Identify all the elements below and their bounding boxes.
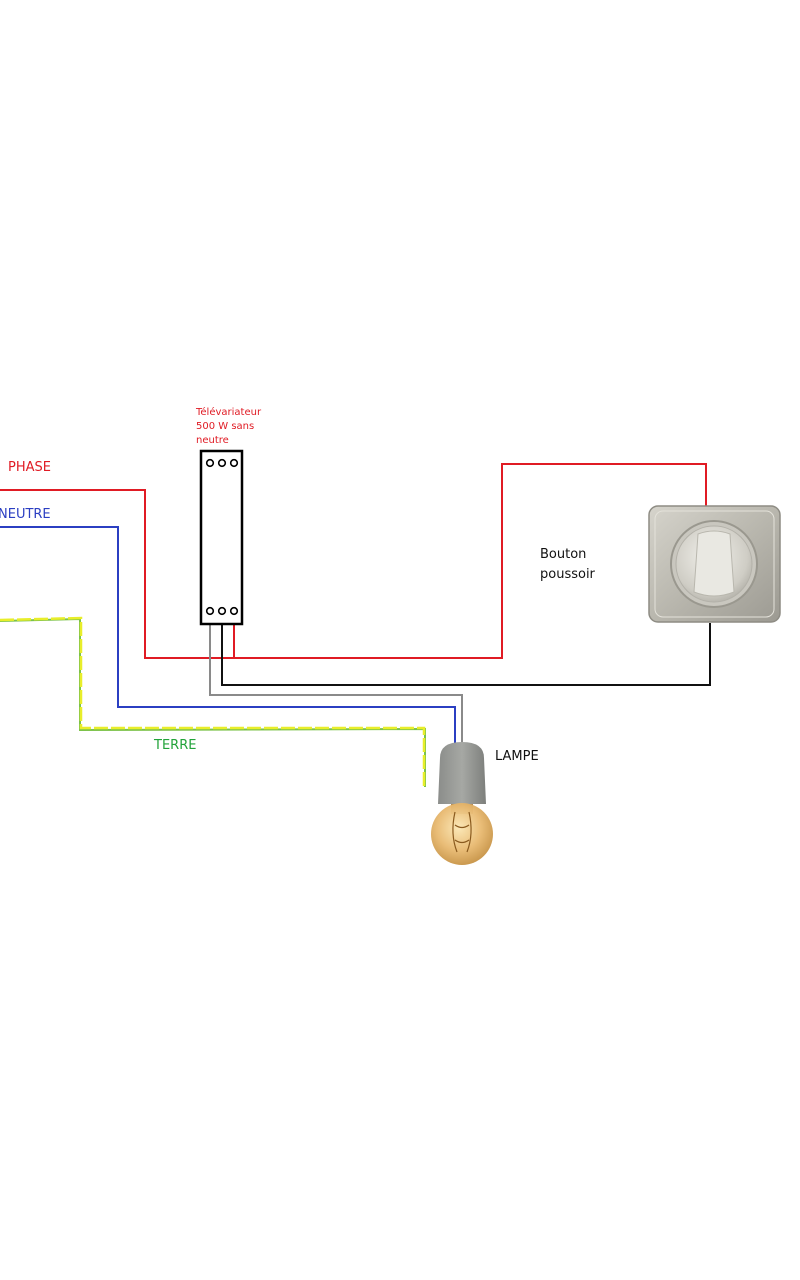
phase-wire <box>0 463 707 659</box>
lamp-label: LAMPE <box>495 749 539 764</box>
button-label-line1: Bouton <box>540 547 586 562</box>
dimmer-module <box>199 449 244 626</box>
dimmer-label-line3: neutre <box>196 435 229 446</box>
button-label-line2: poussoir <box>540 567 596 582</box>
terre-wire-yellow <box>0 616 426 788</box>
dimmer-terminal <box>217 606 227 616</box>
dimmer-label-line1: Télévariateur <box>195 406 262 418</box>
neutre-label: NEUTRE <box>0 507 51 522</box>
lamp-wire <box>209 612 463 746</box>
dimmer-terminal <box>205 606 215 616</box>
dimmer-label-line2: 500 W sans <box>196 421 254 432</box>
terre-label: TERRE <box>153 738 196 753</box>
push-button-switch <box>648 505 781 623</box>
edison-bulb-lamp <box>431 742 493 865</box>
dimmer-terminal <box>229 458 239 468</box>
neutre-wire <box>0 526 456 746</box>
phase-label: PHASE <box>8 460 51 475</box>
terre-wire-green <box>0 617 426 787</box>
dimmer-terminal <box>229 606 239 616</box>
dimmer-terminal <box>205 458 215 468</box>
dimmer-terminal <box>217 458 227 468</box>
switch-wire <box>221 612 711 686</box>
